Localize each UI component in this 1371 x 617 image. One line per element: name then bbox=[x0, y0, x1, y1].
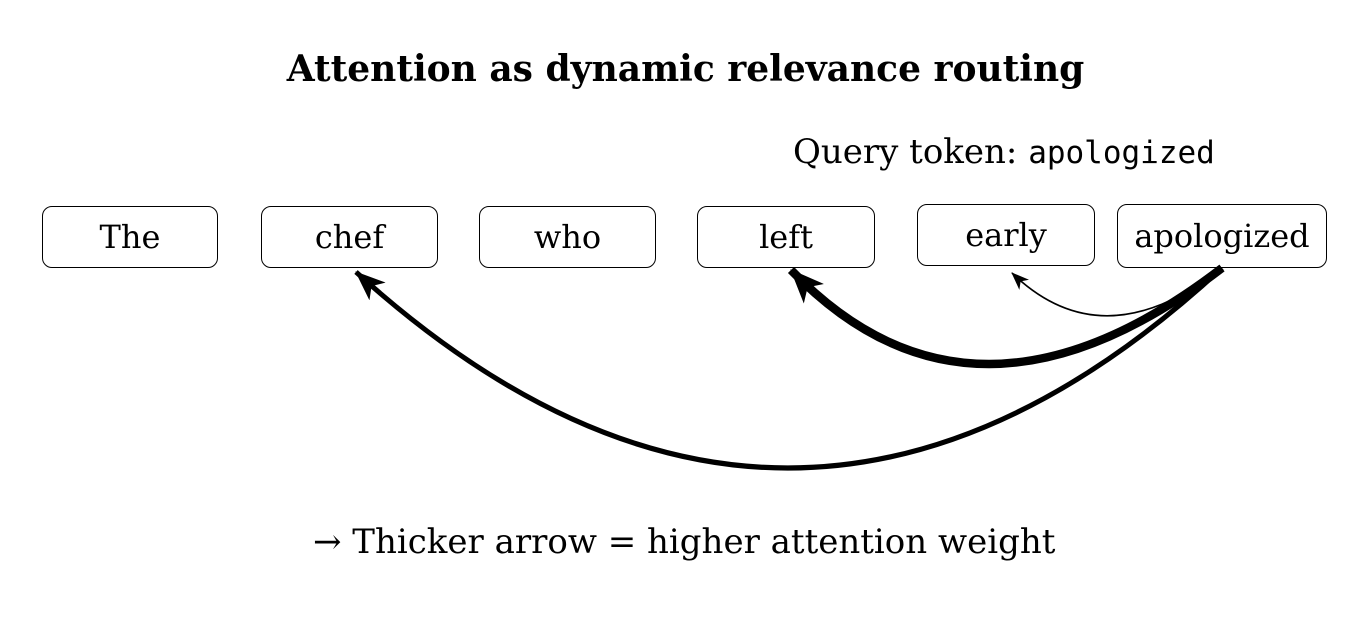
query-token-label: Query token: bbox=[793, 132, 1018, 172]
query-token-line: Query token: apologized bbox=[793, 132, 1215, 172]
legend-caption: → Thicker arrow = higher attention weigh… bbox=[313, 522, 1056, 562]
attention-arrow-to-chef bbox=[354, 266, 1224, 471]
token-box-chef: chef bbox=[261, 206, 438, 268]
attention-arrow-to-left bbox=[787, 264, 1225, 369]
attention-arrow-to-early bbox=[1011, 267, 1223, 317]
token-box-left: left bbox=[697, 206, 875, 268]
token-box-the: The bbox=[42, 206, 218, 268]
diagram-title: Attention as dynamic relevance routing bbox=[286, 48, 1085, 90]
token-box-who: who bbox=[479, 206, 656, 268]
query-token-value: apologized bbox=[1028, 135, 1215, 171]
token-box-early: early bbox=[917, 204, 1095, 266]
token-box-apologized: apologized bbox=[1117, 204, 1327, 268]
